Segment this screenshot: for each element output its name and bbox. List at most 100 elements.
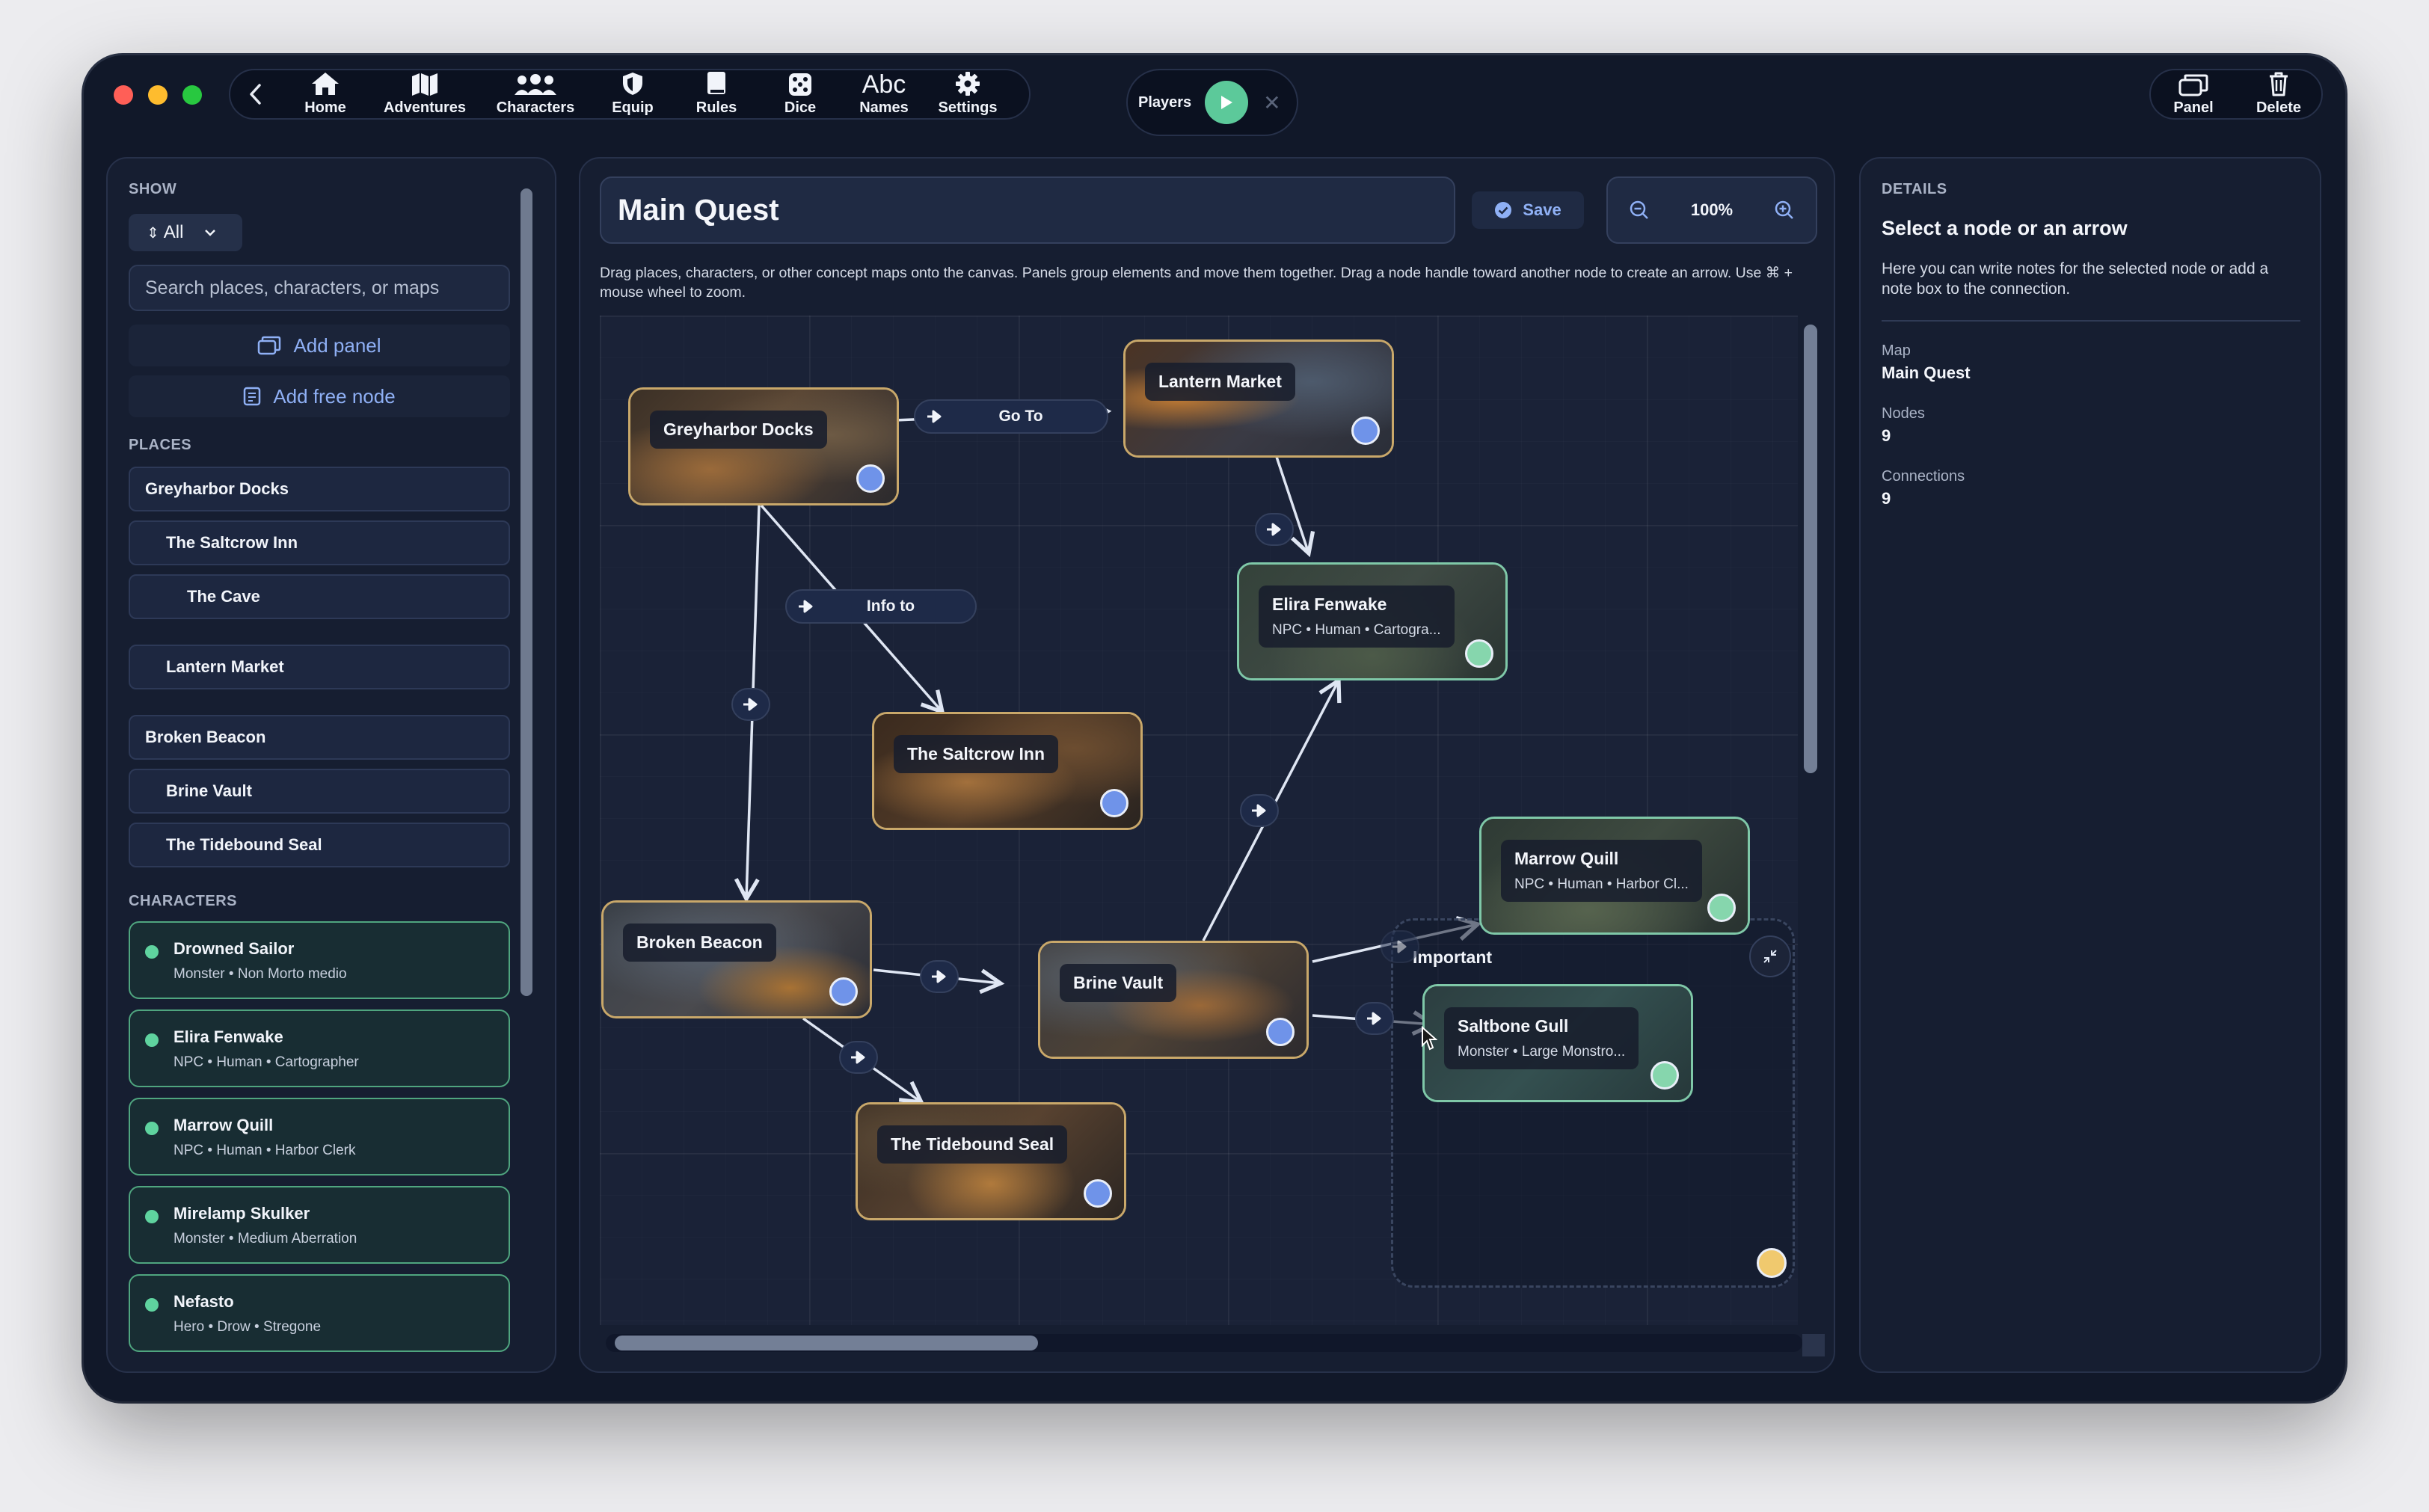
play-button[interactable] [1205,81,1248,124]
scroll-corner [1802,1334,1825,1356]
details-panel: DETAILS Select a node or an arrow Here y… [1859,157,2321,1373]
scroll-thumb[interactable] [615,1336,1038,1350]
edge-label-go-to[interactable]: Go To [914,399,1108,434]
node-broken-beacon[interactable]: Broken Beacon [601,900,872,1018]
back-button[interactable] [230,70,281,118]
nav-adventures[interactable]: Adventures [369,70,480,118]
arrow-right-icon [1250,803,1268,818]
players-label: Players [1138,94,1191,111]
edge-label-info-to[interactable]: Info to [785,589,977,624]
map-title-field[interactable]: Main Quest [600,176,1455,244]
character-item[interactable]: Marrow Quill NPC • Human • Harbor Clerk [129,1098,510,1176]
edge-handle[interactable] [1355,1002,1394,1035]
node-handle[interactable] [1084,1179,1112,1208]
details-title: Select a node or an arrow [1882,217,2128,240]
canvas-vertical-scrollbar[interactable] [1804,325,1817,1334]
filter-dropdown[interactable]: ⇕ All [129,214,242,251]
node-greyharbor-docks[interactable]: Greyharbor Docks [628,387,899,505]
place-item[interactable]: The Cave [129,574,510,619]
sidebar-scrollbar[interactable] [520,188,532,996]
place-item[interactable]: The Saltcrow Inn [129,520,510,565]
collapse-group-button[interactable] [1749,935,1791,977]
node-handle[interactable] [1707,894,1736,922]
node-saltbone-gull[interactable]: Saltbone GullMonster • Large Monstro... [1422,984,1693,1102]
library-sidebar: SHOW ⇕ All Search places, characters, or… [106,157,556,1373]
node-handle[interactable] [1351,417,1380,445]
map-canvas[interactable]: Important Greyharbor Docks Lantern Marke… [600,316,1798,1325]
edge-handle[interactable] [731,688,770,721]
node-handle[interactable] [829,977,858,1006]
zoom-in-icon[interactable] [1774,200,1795,221]
edge-handle[interactable] [920,960,959,993]
save-label: Save [1523,200,1561,220]
edge-handle[interactable] [839,1041,878,1074]
character-sub: NPC • Human • Cartographer [174,1054,359,1071]
panel-toggle-button[interactable]: Panel [2156,70,2231,118]
edge-handle[interactable] [1255,513,1294,546]
node-elira-fenwake[interactable]: Elira FenwakeNPC • Human • Cartogra... [1237,562,1508,680]
nav-equip[interactable]: Equip [591,70,675,118]
node-handle[interactable] [856,464,885,493]
node-brine-vault[interactable]: Brine Vault [1038,941,1309,1059]
nav-adventures-label: Adventures [384,99,466,117]
delete-button[interactable]: Delete [2241,70,2316,118]
node-label: Broken Beacon [623,924,776,962]
node-handle[interactable] [1266,1018,1295,1046]
close-window-button[interactable] [114,85,133,105]
group-handle-dot[interactable] [1757,1248,1787,1278]
character-item[interactable]: Mirelamp Skulker Monster • Medium Aberra… [129,1186,510,1264]
players-close-button[interactable]: ✕ [1263,90,1280,115]
character-item[interactable]: Elira Fenwake NPC • Human • Cartographer [129,1009,510,1087]
search-input[interactable]: Search places, characters, or maps [129,265,510,311]
character-sub: Monster • Medium Aberration [174,1231,357,1247]
scroll-thumb[interactable] [1804,325,1817,773]
mouse-cursor-icon [1421,1026,1437,1051]
nav-names[interactable]: Abc Names [842,70,926,118]
arrow-right-icon [930,969,948,984]
node-handle[interactable] [1650,1061,1679,1090]
check-circle-icon [1494,201,1512,219]
character-item[interactable]: Drowned Sailor Monster • Non Morto medio [129,921,510,999]
add-free-node-button[interactable]: Add free node [129,375,510,417]
edge-label-text: Go To [950,408,1107,425]
nav-home[interactable]: Home [281,70,369,118]
place-item[interactable]: Greyharbor Docks [129,467,510,511]
book-icon [706,71,727,96]
minimize-window-button[interactable] [148,85,168,105]
canvas-horizontal-scrollbar[interactable] [606,1334,1802,1352]
arrow-right-icon [791,591,821,621]
nav-settings[interactable]: Settings [926,70,1010,118]
place-item[interactable]: Lantern Market [129,645,510,689]
arrow-right-icon [850,1050,868,1065]
node-marrow-quill[interactable]: Marrow QuillNPC • Human • Harbor Cl... [1479,817,1750,935]
important-group-panel[interactable]: Important [1391,918,1795,1288]
character-name: Marrow Quill [174,1116,273,1135]
place-item[interactable]: Brine Vault [129,769,510,814]
edge-handle[interactable] [1240,794,1279,827]
abc-icon: Abc [862,73,906,96]
nav-dice[interactable]: Dice [758,70,842,118]
node-saltcrow-inn[interactable]: The Saltcrow Inn [872,712,1143,830]
save-button[interactable]: Save [1472,191,1584,229]
zoom-window-button[interactable] [182,85,202,105]
node-title: Elira Fenwake [1272,594,1387,614]
node-tidebound-seal[interactable]: The Tidebound Seal [856,1102,1126,1220]
edge-handle[interactable] [1381,930,1419,963]
node-handle[interactable] [1100,789,1128,817]
node-handle[interactable] [1465,639,1493,668]
add-panel-button[interactable]: Add panel [129,325,510,366]
node-lantern-market[interactable]: Lantern Market [1123,339,1394,458]
place-item[interactable]: The Tidebound Seal [129,823,510,867]
nav-characters[interactable]: Characters [480,70,591,118]
character-sub: NPC • Human • Harbor Clerk [174,1143,355,1159]
place-item[interactable]: Broken Beacon [129,715,510,760]
nav-equip-label: Equip [612,99,654,117]
zoom-out-icon[interactable] [1629,200,1650,221]
places-section-label: PLACES [129,437,191,454]
character-item[interactable]: Nefasto Hero • Drow • Stregone [129,1274,510,1352]
chevron-left-icon [248,83,264,105]
zoom-control: 100% [1606,176,1817,244]
nav-rules[interactable]: Rules [675,70,758,118]
arrow-right-icon [920,402,950,431]
people-icon [515,74,556,96]
